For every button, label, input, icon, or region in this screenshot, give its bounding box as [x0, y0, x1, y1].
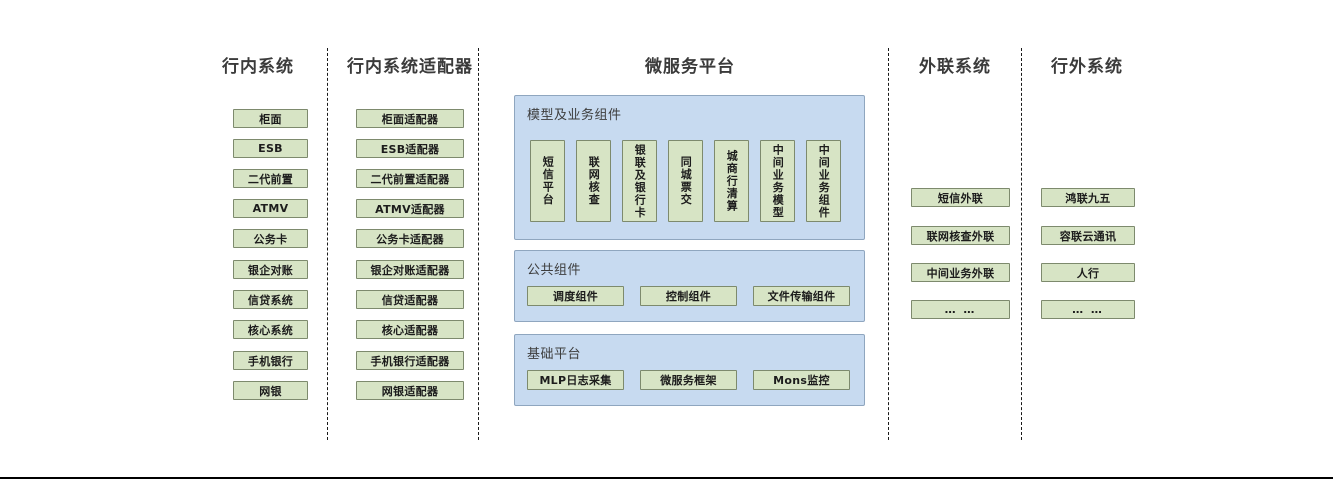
node-in-bank-adapter-7[interactable]: 信贷适配器 [356, 290, 464, 309]
node-in-bank-adapter-10[interactable]: 网银适配器 [356, 381, 464, 400]
node-in-bank-adapter-6[interactable]: 银企对账适配器 [356, 260, 464, 279]
node-model-component-6[interactable]: 中间业务模型 [760, 140, 795, 222]
node-in-bank-system-5[interactable]: 公务卡 [233, 229, 308, 248]
node-base-platform-3[interactable]: Mons监控 [753, 370, 850, 390]
node-in-bank-system-2[interactable]: ESB [233, 139, 308, 158]
node-model-component-5[interactable]: 城商行清算 [714, 140, 749, 222]
panel-title-public-components: 公共组件 [527, 263, 582, 278]
node-public-component-1[interactable]: 调度组件 [527, 286, 624, 306]
node-in-bank-adapter-3[interactable]: 二代前置适配器 [356, 169, 464, 188]
node-in-bank-system-7[interactable]: 信贷系统 [233, 290, 308, 309]
node-in-bank-system-9[interactable]: 手机银行 [233, 351, 308, 370]
node-in-bank-adapter-2[interactable]: ESB适配器 [356, 139, 464, 158]
node-in-bank-adapter-5[interactable]: 公务卡适配器 [356, 229, 464, 248]
node-base-platform-2[interactable]: 微服务框架 [640, 370, 737, 390]
divider-col1-col2 [327, 48, 328, 440]
node-model-component-4[interactable]: 同城票交 [668, 140, 703, 222]
column-header-microservice-platform: 微服务平台 [645, 57, 735, 77]
node-model-component-7[interactable]: 中间业务组件 [806, 140, 841, 222]
bottom-divider-rule [0, 477, 1333, 479]
divider-col4-col5 [1021, 48, 1022, 440]
node-out-bank-system-4[interactable]: … … [1041, 300, 1135, 319]
panel-title-base-platform: 基础平台 [527, 347, 582, 362]
column-header-in-bank-systems: 行内系统 [222, 57, 294, 77]
node-in-bank-adapter-9[interactable]: 手机银行适配器 [356, 351, 464, 370]
node-model-component-1[interactable]: 短信平台 [530, 140, 565, 222]
node-in-bank-system-3[interactable]: 二代前置 [233, 169, 308, 188]
node-in-bank-adapter-4[interactable]: ATMV适配器 [356, 199, 464, 218]
node-out-bank-system-1[interactable]: 鸿联九五 [1041, 188, 1135, 207]
node-base-platform-1[interactable]: MLP日志采集 [527, 370, 624, 390]
node-out-bank-system-2[interactable]: 容联云通讯 [1041, 226, 1135, 245]
node-in-bank-adapter-8[interactable]: 核心适配器 [356, 320, 464, 339]
node-model-component-2[interactable]: 联网核查 [576, 140, 611, 222]
divider-col2-col3 [478, 48, 479, 440]
node-external-liaison-1[interactable]: 短信外联 [911, 188, 1010, 207]
node-public-component-2[interactable]: 控制组件 [640, 286, 737, 306]
panel-title-model-business-components: 模型及业务组件 [527, 108, 622, 123]
node-external-liaison-2[interactable]: 联网核查外联 [911, 226, 1010, 245]
node-out-bank-system-3[interactable]: 人行 [1041, 263, 1135, 282]
node-model-component-3[interactable]: 银联及银行卡 [622, 140, 657, 222]
column-header-in-bank-adapters: 行内系统适配器 [347, 57, 473, 77]
node-in-bank-adapter-1[interactable]: 柜面适配器 [356, 109, 464, 128]
node-in-bank-system-1[interactable]: 柜面 [233, 109, 308, 128]
node-in-bank-system-8[interactable]: 核心系统 [233, 320, 308, 339]
node-in-bank-system-4[interactable]: ATMV [233, 199, 308, 218]
column-header-external-liaison-systems: 外联系统 [919, 57, 991, 77]
node-external-liaison-3[interactable]: 中间业务外联 [911, 263, 1010, 282]
divider-col3-col4 [888, 48, 889, 440]
node-public-component-3[interactable]: 文件传输组件 [753, 286, 850, 306]
node-in-bank-system-6[interactable]: 银企对账 [233, 260, 308, 279]
node-external-liaison-4[interactable]: … … [911, 300, 1010, 319]
node-in-bank-system-10[interactable]: 网银 [233, 381, 308, 400]
column-header-out-bank-systems: 行外系统 [1051, 57, 1123, 77]
